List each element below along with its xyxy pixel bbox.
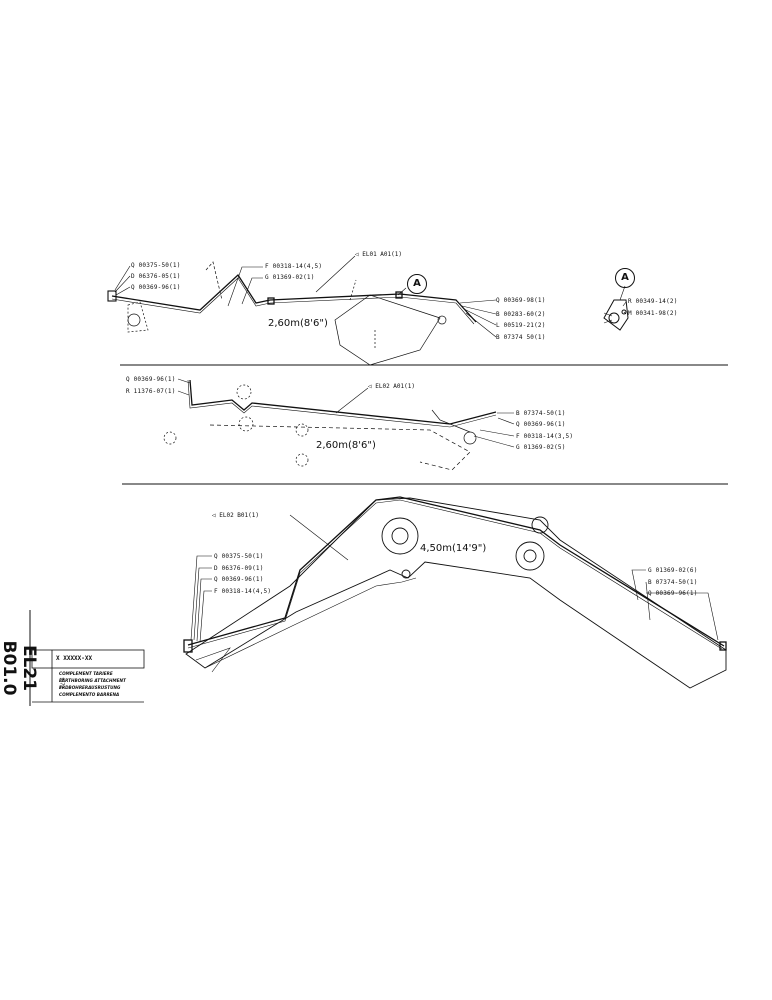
view1-dimension: 2,60m(8'6")	[268, 318, 328, 329]
view1-left-label: D 06376-05(1)	[131, 273, 181, 280]
view2-dimension: 2,60m(8'6")	[316, 440, 376, 451]
view1-left-label: Q 00375-50(1)	[131, 262, 181, 269]
detail-a-marker: A	[615, 268, 635, 288]
view3-left-label: Q 00375-50(1)	[214, 553, 264, 560]
view2-left-label: Q 00369-96(1)	[126, 376, 176, 383]
view3-left-label: D 06376-09(1)	[214, 565, 264, 572]
title-line: COMPLEMENTO BARRENA	[59, 692, 120, 697]
view1-left-label: Q 00369-96(1)	[131, 284, 181, 291]
view1-top-label: G 01369-02(1)	[265, 274, 315, 281]
view3-ref: ◁ EL02 B01(1)	[212, 512, 259, 519]
view2-left-label: R 11376-07(1)	[126, 388, 176, 395]
view3-structure	[185, 497, 727, 689]
view1-top-label: F 00318-14(4,5)	[265, 263, 323, 270]
view2-right-label: B 07374-50(1)	[516, 410, 566, 417]
view2-ref: ◁ EL02 A01(1)	[368, 383, 415, 390]
title-block	[29, 610, 145, 706]
view3-right-label: G 01369-02(6)	[648, 567, 698, 574]
view3-hose	[183, 496, 727, 653]
detail-a-label: R 00349-14(2)	[628, 298, 678, 305]
view1-right-label: Q 00369-98(1)	[496, 297, 546, 304]
view3-right-label: B 07374-50(1)	[648, 579, 698, 586]
view1-right-label: L 00519-21(2)	[496, 322, 546, 329]
view2-hose	[187, 379, 497, 428]
view1-leaders	[114, 255, 627, 338]
drawing-code: EL21 B01.0	[0, 640, 39, 696]
title-lines: COMPLEMENT TARIERE EARTHBORING ATTACHMEN…	[52, 668, 164, 702]
view1-right-label: B 00283-60(2)	[496, 311, 546, 318]
view3-leaders	[190, 514, 719, 643]
detail-a-drawing	[603, 299, 629, 331]
view3-dimension: 4,50m(14'9")	[420, 543, 487, 554]
view1-marker: A	[407, 274, 427, 294]
view2-right-label: G 01369-02(5)	[516, 444, 566, 451]
title-line: ERDBOHRERAUSRUSTUNG	[59, 685, 121, 690]
title-line: COMPLEMENT TARIERE	[59, 671, 113, 676]
detail-a-label: M 00341-98(2)	[628, 310, 678, 317]
view2-leaders	[177, 378, 515, 448]
title-line: EARTHBORING ATTACHMENT	[59, 678, 126, 683]
view2-right-label: Q 00369-96(1)	[516, 421, 566, 428]
view2-right-label: F 00318-14(3,5)	[516, 433, 574, 440]
view1-ref: ◁ EL01 A01(1)	[355, 251, 402, 258]
view1-hose	[107, 273, 477, 325]
view2-structure	[163, 384, 477, 471]
view3-right-label: Q 00369-96(1)	[648, 590, 698, 597]
view1-right-label: B 07374 50(1)	[496, 334, 546, 341]
view3-left-label: F 00318-14(4,5)	[214, 588, 272, 595]
part-number: X XXXXX-XX	[56, 655, 93, 662]
view3-left-label: Q 00369-96(1)	[214, 576, 264, 583]
